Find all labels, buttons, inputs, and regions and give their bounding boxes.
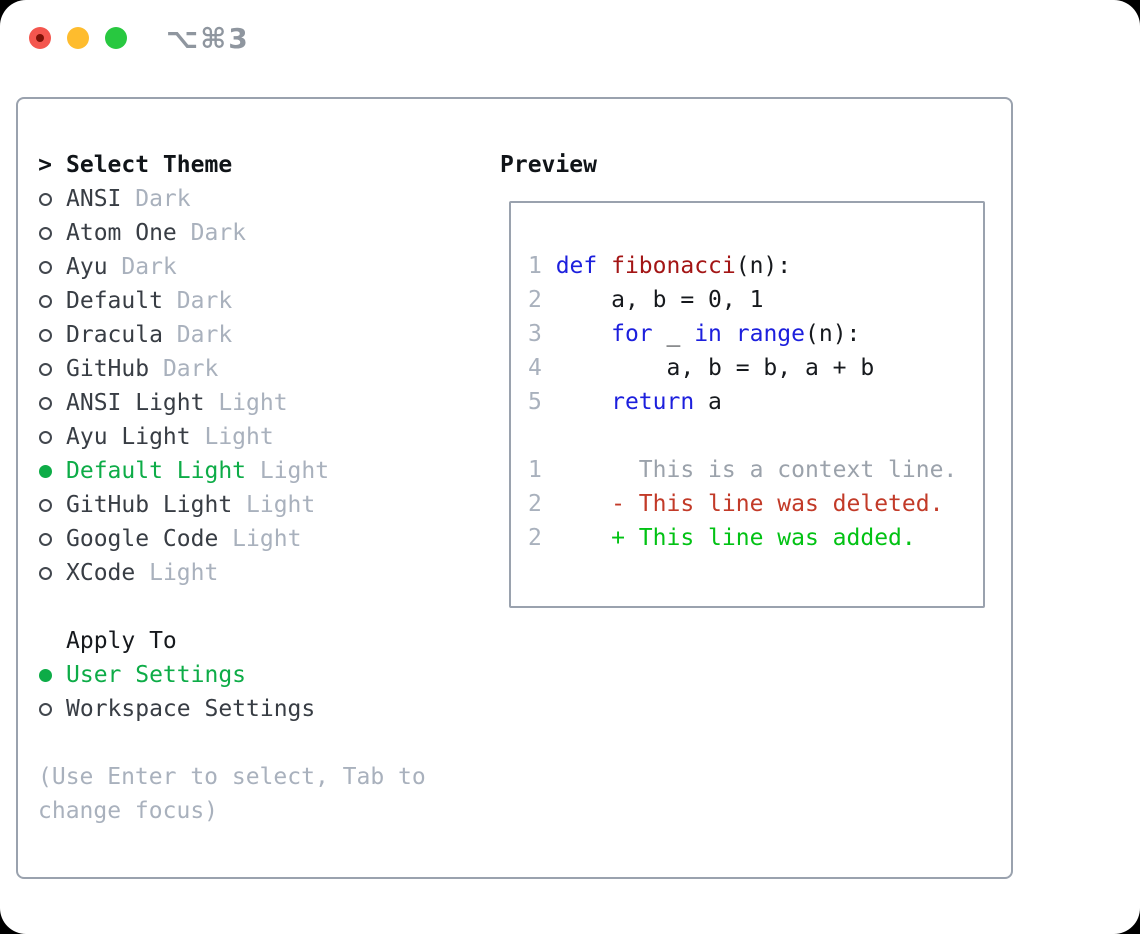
theme-name: ANSI bbox=[66, 186, 122, 212]
diff-line: 2 + This line was added. bbox=[528, 525, 916, 551]
preview-title: Preview bbox=[500, 152, 597, 178]
help-text: (Use Enter to select, Tab to change focu… bbox=[38, 760, 426, 828]
theme-name: Default Light bbox=[66, 458, 247, 484]
theme-variant: Dark bbox=[121, 186, 191, 212]
radio-selected-icon bbox=[38, 668, 52, 682]
theme-item[interactable]: Ayu Light Light bbox=[38, 420, 426, 454]
radio-selected-icon bbox=[38, 464, 52, 478]
radio-icon bbox=[38, 226, 52, 240]
line-number: 2 bbox=[528, 525, 556, 551]
line-number: 4 bbox=[528, 355, 556, 381]
theme-item[interactable]: Ayu Dark bbox=[38, 250, 426, 284]
theme-item[interactable]: Google Code Light bbox=[38, 522, 426, 556]
code-preview: 1 def fibonacci(n): 2 a, b = 0, 1 3 for _ … bbox=[528, 249, 983, 419]
code-line: 3 for _ in range(n): bbox=[528, 321, 861, 347]
theme-name: XCode bbox=[66, 560, 136, 586]
zoom-icon[interactable] bbox=[105, 27, 127, 49]
code-line: 5 return a bbox=[528, 389, 722, 415]
radio-icon bbox=[38, 498, 52, 512]
theme-item[interactable]: Default Light Light bbox=[38, 454, 426, 488]
radio-icon bbox=[38, 566, 52, 580]
theme-name: ANSI Light bbox=[66, 390, 205, 416]
theme-name: Ayu bbox=[66, 254, 108, 280]
radio-icon bbox=[38, 192, 52, 206]
theme-item[interactable]: ANSI Dark bbox=[38, 182, 426, 216]
caret-icon: > bbox=[38, 152, 52, 178]
theme-variant: Dark bbox=[107, 254, 177, 280]
radio-icon bbox=[38, 702, 52, 716]
radio-icon bbox=[38, 328, 52, 342]
apply-to-option[interactable]: User Settings bbox=[38, 658, 426, 692]
theme-variant: Light bbox=[218, 526, 302, 552]
code-line: 1 def fibonacci(n): bbox=[528, 253, 792, 279]
theme-name: Dracula bbox=[66, 322, 163, 348]
radio-icon bbox=[38, 532, 52, 546]
diff-line: 2 - This line was deleted. bbox=[528, 491, 944, 517]
theme-item[interactable]: GitHub Light Light bbox=[38, 488, 426, 522]
minimize-icon[interactable] bbox=[67, 27, 89, 49]
line-number: 2 bbox=[528, 287, 556, 313]
line-number: 2 bbox=[528, 491, 556, 517]
line-number: 1 bbox=[528, 253, 556, 279]
code-line: 2 a, b = 0, 1 bbox=[528, 287, 764, 313]
theme-item[interactable]: Atom One Dark bbox=[38, 216, 426, 250]
help-line: (Use Enter to select, Tab to bbox=[38, 764, 426, 790]
close-icon[interactable] bbox=[29, 27, 51, 49]
radio-icon bbox=[38, 362, 52, 376]
radio-icon bbox=[38, 396, 52, 410]
theme-variant: Light bbox=[190, 424, 274, 450]
unsaved-dot-icon bbox=[36, 34, 44, 42]
theme-list-title: Select Theme bbox=[66, 152, 233, 178]
theme-name: Atom One bbox=[66, 220, 177, 246]
theme-item[interactable]: Default Dark bbox=[38, 284, 426, 318]
theme-variant: Light bbox=[246, 458, 330, 484]
radio-icon bbox=[38, 430, 52, 444]
theme-name: GitHub bbox=[66, 356, 150, 382]
line-number: 1 bbox=[528, 457, 556, 483]
theme-name: Google Code bbox=[66, 526, 219, 552]
theme-variant: Dark bbox=[176, 220, 247, 246]
theme-list-header: > Select Theme bbox=[38, 148, 426, 182]
theme-item[interactable]: XCode Light bbox=[38, 556, 426, 590]
window-title: ⌥⌘3 bbox=[166, 22, 250, 55]
help-line: change focus) bbox=[38, 798, 219, 824]
theme-variant: Dark bbox=[149, 356, 219, 382]
line-number: 3 bbox=[528, 321, 556, 347]
theme-variant: Light bbox=[232, 492, 316, 518]
theme-item[interactable]: ANSI Light Light bbox=[38, 386, 426, 420]
theme-variant: Light bbox=[135, 560, 219, 586]
diff-line: 1 This is a context line. bbox=[528, 457, 958, 483]
theme-name: GitHub Light bbox=[66, 492, 233, 518]
radio-icon bbox=[38, 294, 52, 308]
theme-item[interactable]: Dracula Dark bbox=[38, 318, 426, 352]
apply-to-title: Apply To bbox=[66, 628, 177, 654]
theme-item[interactable]: GitHub Dark bbox=[38, 352, 426, 386]
apply-to-header: Apply To bbox=[38, 624, 426, 658]
apply-to-label: User Settings bbox=[66, 662, 247, 688]
line-number: 5 bbox=[528, 389, 556, 415]
diff-preview: 1 This is a context line. 2 - This line w… bbox=[528, 453, 983, 555]
theme-variant: Light bbox=[204, 390, 288, 416]
code-line: 4 a, b = b, a + b bbox=[528, 355, 875, 381]
theme-variant: Dark bbox=[162, 288, 233, 314]
theme-name: Ayu Light bbox=[66, 424, 191, 450]
radio-icon bbox=[38, 260, 52, 274]
theme-variant: Dark bbox=[162, 322, 233, 348]
titlebar: ⌥⌘3 bbox=[0, 0, 1140, 97]
theme-name: Default bbox=[66, 288, 163, 314]
preview-box: 1 def fibonacci(n): 2 a, b = 0, 1 3 for _ … bbox=[509, 201, 985, 608]
apply-to-option[interactable]: Workspace Settings bbox=[38, 692, 426, 726]
apply-to-label: Workspace Settings bbox=[66, 696, 316, 722]
